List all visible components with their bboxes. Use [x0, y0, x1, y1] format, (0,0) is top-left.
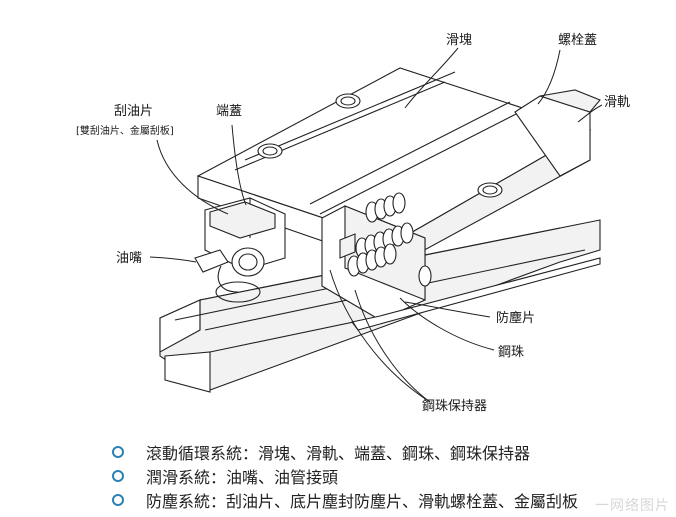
bullet-circle-icon	[112, 494, 124, 506]
label-dust-seal: 防塵片	[496, 310, 535, 326]
label-bolt-cap: 螺栓蓋	[558, 33, 597, 48]
label-scraper-note: [雙刮油片、金屬刮板]	[76, 124, 174, 137]
list-item-text: 潤滑系統：油嘴、油管接頭	[146, 468, 339, 487]
label-grease-nipple: 油嘴	[116, 251, 142, 266]
list-item: 防塵系統：刮油片、底片塵封防塵片、滑軌螺栓蓋、金屬刮板	[112, 488, 672, 512]
label-scraper: 刮油片	[114, 104, 153, 119]
leader-lines	[149, 47, 603, 403]
label-ball-retainer: 鋼珠保持器	[422, 399, 487, 414]
list-item-text: 滾動循環系統：滑塊、滑軌、端蓋、鋼珠、鋼珠保持器	[146, 444, 531, 463]
label-rail: 滑軌	[604, 94, 630, 110]
bullet-circle-icon	[112, 446, 124, 458]
list-item: 滾動循環系統：滑塊、滑軌、端蓋、鋼珠、鋼珠保持器	[112, 440, 672, 464]
upper-ball-row	[365, 192, 406, 223]
lower-ball-row	[347, 243, 397, 277]
system-list: 滾動循環系統：滑塊、滑軌、端蓋、鋼珠、鋼珠保持器 潤滑系統：油嘴、油管接頭 防塵…	[112, 440, 672, 512]
label-slider: 滑塊	[446, 32, 472, 48]
diagram-labels: 滑塊 螺栓蓋 滑軌 刮油片 [雙刮油片、金屬刮板] 端蓋 油嘴 防塵片 鋼珠 鋼…	[76, 32, 630, 414]
label-end-cap: 端蓋	[216, 104, 242, 119]
bullet-circle-icon	[112, 470, 124, 482]
list-item-text: 防塵系統：刮油片、底片塵封防塵片、滑軌螺栓蓋、金屬刮板	[146, 492, 579, 511]
label-steel-ball: 鋼珠	[498, 345, 524, 360]
cutaway	[321, 192, 601, 331]
list-item: 潤滑系統：油嘴、油管接頭	[112, 464, 672, 488]
linear-guide-diagram: 滑塊 螺栓蓋 滑軌 刮油片 [雙刮油片、金屬刮板] 端蓋 油嘴 防塵片 鋼珠 鋼…	[76, 32, 630, 414]
grease-nipple	[194, 247, 265, 303]
watermark: 一网络图片	[595, 498, 670, 514]
